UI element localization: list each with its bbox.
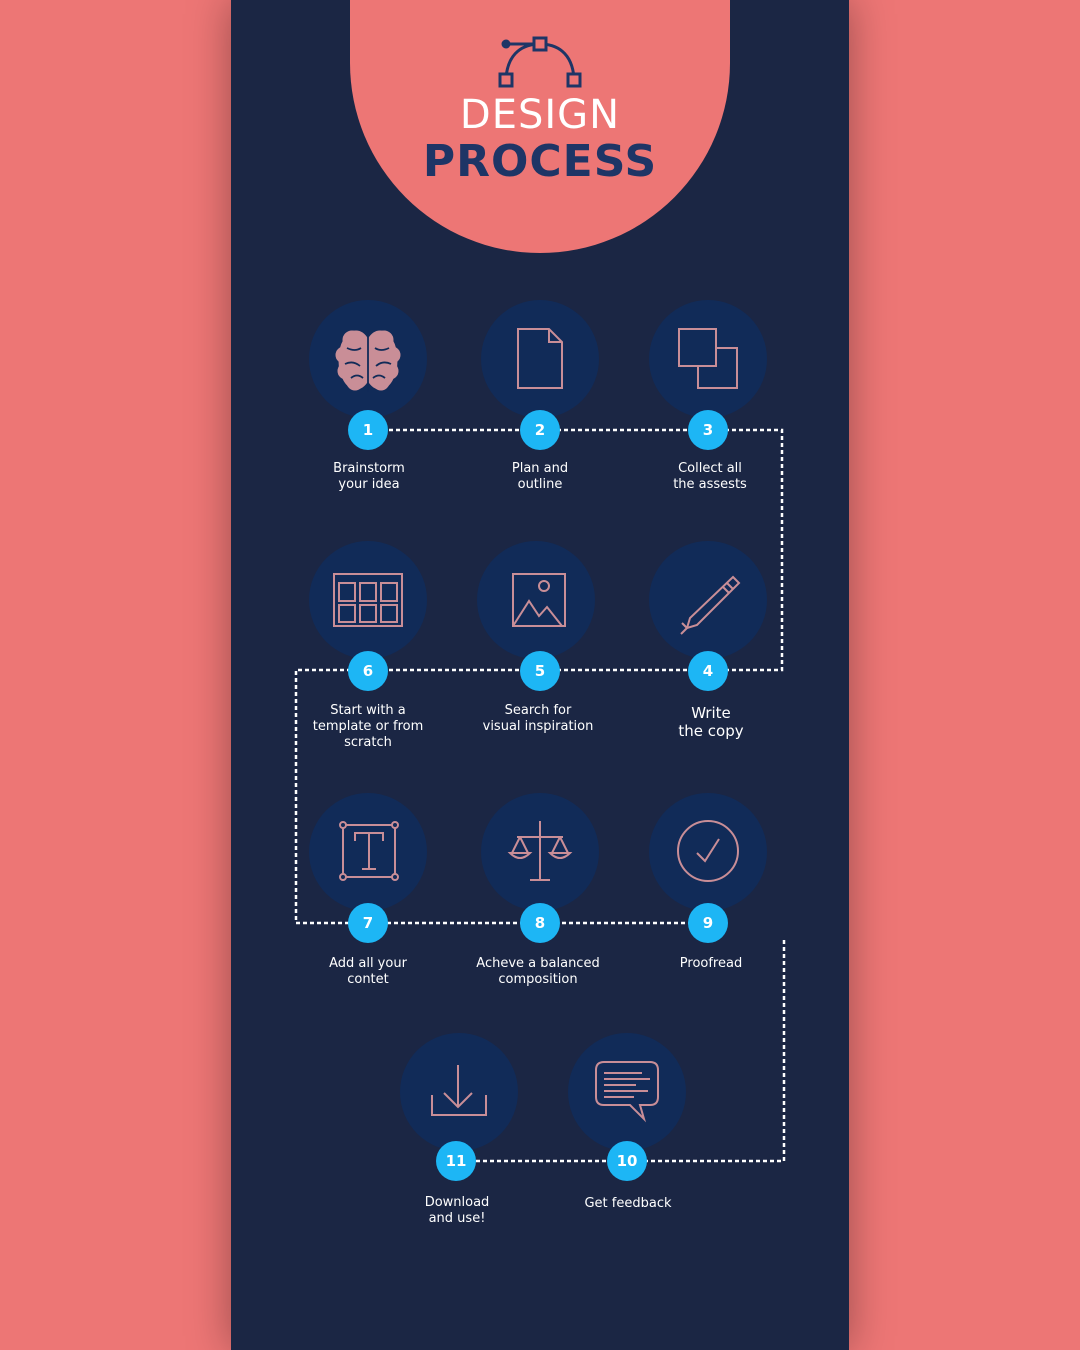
step-8-label: Acheve a balanced composition <box>476 956 600 987</box>
template-grid-icon <box>333 573 403 627</box>
step-3-label: Collect all the assests <box>673 461 747 492</box>
text-box-icon <box>339 821 399 881</box>
download-icon <box>431 1065 487 1116</box>
checkmark-circle-icon <box>677 820 739 882</box>
step-1-circle <box>309 300 427 418</box>
bezier-curve-icon <box>498 36 582 88</box>
step-4-label: Write the copy <box>678 704 744 740</box>
step-10-circle <box>568 1033 686 1151</box>
step-6-label: Start with a template or from scratch <box>312 703 424 750</box>
step-7-circle <box>309 793 427 911</box>
step-11-badge: 11 <box>436 1141 476 1181</box>
step-6-circle <box>309 541 427 659</box>
document-icon <box>517 328 563 389</box>
step-11-label: Download and use! <box>424 1195 490 1226</box>
step-7-label: Add all your contet <box>329 956 407 987</box>
step-3-circle <box>649 300 767 418</box>
step-8-badge: 8 <box>520 903 560 943</box>
balance-scale-icon <box>507 821 573 881</box>
step-4-badge: 4 <box>688 651 728 691</box>
step-2-badge: 2 <box>520 410 560 450</box>
layers-icon <box>678 328 738 389</box>
speech-bubble-icon <box>595 1061 659 1123</box>
step-9-circle <box>649 793 767 911</box>
title-design: DESIGN <box>459 92 621 138</box>
pencil-icon <box>680 575 741 635</box>
image-icon <box>512 573 566 627</box>
step-10-badge: 10 <box>607 1141 647 1181</box>
step-11-circle <box>400 1033 518 1151</box>
title-process: PROCESS <box>422 136 658 187</box>
step-1-label: Brainstorm your idea <box>333 461 405 492</box>
step-4-circle <box>649 541 767 659</box>
step-7-badge: 7 <box>348 903 388 943</box>
step-10-label: Get feedback <box>584 1196 672 1211</box>
step-8-circle <box>481 793 599 911</box>
step-5-label: Search for visual inspiration <box>482 703 594 734</box>
step-3-badge: 3 <box>688 410 728 450</box>
step-1-badge: 1 <box>348 410 388 450</box>
step-9-badge: 9 <box>688 903 728 943</box>
step-5-circle <box>477 541 595 659</box>
step-2-label: Plan and outline <box>511 461 569 492</box>
step-5-badge: 5 <box>520 651 560 691</box>
step-9-label: Proofread <box>679 956 743 971</box>
brain-icon <box>335 330 401 392</box>
step-6-badge: 6 <box>348 651 388 691</box>
step-2-circle <box>481 300 599 418</box>
